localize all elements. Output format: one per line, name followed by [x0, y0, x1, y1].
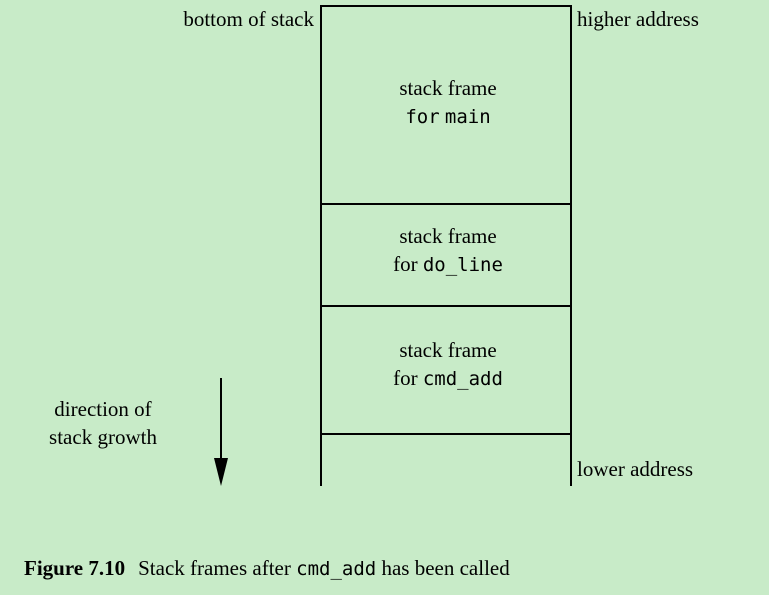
stack-frame-cmd-add-function: cmd_add	[422, 367, 503, 390]
stack-frame-do-line: stack frame for do_line	[320, 205, 572, 307]
label-higher-address: higher address	[577, 7, 699, 31]
caption-text-after: has been called	[381, 556, 510, 580]
label-stack-growth-direction: direction of stack growth	[8, 396, 198, 452]
stack-growth-line-1: direction of	[54, 397, 152, 421]
stack-frame-cmd-add-line-2: for cmd_add	[322, 365, 574, 393]
stack-growth-line-2: stack growth	[49, 424, 157, 449]
stack-frame-main-label: stack frame for main	[322, 75, 574, 131]
stack-frame-do-line-label: stack frame for do_line	[322, 223, 574, 279]
stack-growth-arrow-icon	[214, 378, 228, 486]
stack-frame-main-function: main	[444, 105, 491, 128]
stack-frame-main-line-1: stack frame	[399, 76, 497, 100]
stack-frame-do-line-line-1: stack frame	[399, 224, 497, 248]
stack-frame-unused-space	[320, 435, 572, 486]
stack-frame-main-for: for	[405, 105, 440, 128]
stack-frame-cmd-add-label: stack frame for cmd_add	[322, 337, 574, 393]
stack-frame-cmd-add: stack frame for cmd_add	[320, 307, 572, 435]
stack-frame-main: stack frame for main	[320, 5, 572, 205]
caption-code: cmd_add	[296, 558, 377, 580]
stack-frame-cmd-add-for: for	[393, 365, 418, 390]
figure-caption: Figure 7.10 Stack frames after cmd_add ha…	[24, 556, 510, 581]
label-bottom-of-stack: bottom of stack	[183, 7, 314, 31]
stack-frame-cmd-add-line-1: stack frame	[399, 338, 497, 362]
stack-frame-do-line-for: for	[393, 251, 418, 276]
stack-frame-do-line-line-2: for do_line	[322, 251, 574, 279]
stack-frame-do-line-function: do_line	[422, 253, 503, 276]
stack-column: stack frame for main stack frame for do_…	[320, 5, 572, 486]
stack-frame-main-line-2: for main	[322, 103, 574, 131]
figure-number: Figure 7.10	[24, 556, 126, 580]
label-lower-address: lower address	[577, 457, 694, 481]
caption-text-before: Stack frames after	[138, 556, 291, 580]
